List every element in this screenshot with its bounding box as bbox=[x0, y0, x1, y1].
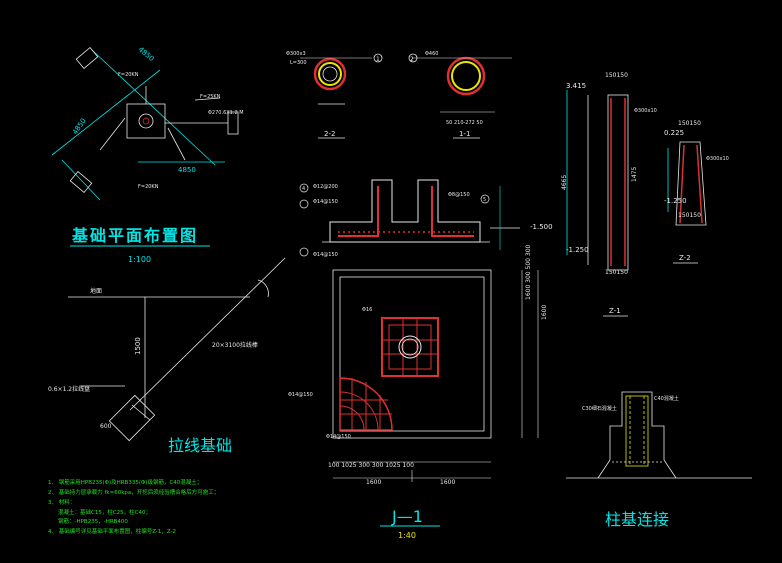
notes: 1、 钢筋采用HPB235(Φ)及HRB335(Φ)级钢筋，C40混凝土； 2、… bbox=[48, 478, 219, 535]
pole-top-elev: 3.415 bbox=[566, 82, 586, 90]
load-right: F=25KN bbox=[200, 94, 221, 100]
j1-dims-row1: 100 1025 300 300 1025 100 bbox=[328, 462, 414, 469]
callout-5: 5 bbox=[483, 197, 486, 203]
guy-wire-foundation bbox=[68, 257, 286, 442]
guy-plate: 600 bbox=[100, 423, 112, 430]
section-1-1-spec: Φ460 bbox=[425, 51, 438, 57]
footing-elevation: -1.500 bbox=[530, 223, 553, 231]
footing-bar-left: Φ14@150 bbox=[313, 199, 338, 205]
pole-elevation bbox=[566, 90, 707, 271]
guy-wire-spec: 20×3100拉线棒 bbox=[212, 341, 258, 349]
pole-top-dim: 150150 bbox=[605, 72, 628, 79]
pole-base-elev: -1.250 bbox=[566, 246, 589, 254]
section-2-2-label: 2-2 bbox=[324, 130, 335, 138]
z2-base-dim: 150150 bbox=[678, 212, 701, 219]
z2-top-elev: 0.225 bbox=[664, 129, 684, 137]
pole-height: 4665 bbox=[561, 175, 568, 190]
load-bottom: F=20KN bbox=[138, 184, 159, 190]
foundation-plan-scale: 1:100 bbox=[128, 255, 151, 264]
j1-title: J—1 bbox=[391, 507, 423, 526]
j1-dims-row2-b: 1600 bbox=[440, 479, 455, 486]
pole-bar: Φ300x10 bbox=[634, 108, 657, 114]
z2-base-elev: -1.250 bbox=[664, 197, 687, 205]
bar-spec: Φ270.6X1.2 M bbox=[208, 110, 244, 116]
j1-vertical-dims: 1600 300 500 300 bbox=[525, 244, 532, 300]
connection-bar-left: C30细石混凝土 bbox=[582, 405, 617, 412]
connection-title: 柱基连接 bbox=[605, 510, 669, 529]
guy-anchor-spec: 0.6×1.2拉线盘 bbox=[48, 385, 90, 393]
dim-4850-bottom: 4850 bbox=[178, 166, 196, 174]
callout-4: 4 bbox=[302, 186, 305, 192]
j1-bar-bottom: Φ14@150 bbox=[326, 434, 351, 440]
note-2: 2、 基础持力层承载力 fk=60kpa，开挖后须经验槽合格后方可施工； bbox=[48, 488, 219, 496]
callout-1a: 1 bbox=[376, 56, 380, 63]
z2-bar: Φ300x10 bbox=[706, 156, 729, 162]
section-1-1-dims: 50 210-272 50 bbox=[446, 120, 483, 126]
note-3a: 混凝土：基础C15，柱C25，柱C40； bbox=[58, 508, 151, 516]
section-2-2-length: L=300 bbox=[290, 60, 307, 66]
note-3b: 钢筋：-HPB235，-HRB400 bbox=[58, 517, 128, 525]
footing-section bbox=[322, 179, 520, 250]
pole-mid-dim: 1475 bbox=[631, 167, 638, 182]
section-2-2 bbox=[300, 53, 383, 105]
j1-plan bbox=[332, 269, 539, 482]
z2-top-dim: 150150 bbox=[678, 120, 701, 127]
callout-2a: 2 bbox=[410, 56, 414, 63]
section-1-1-label: 1-1 bbox=[459, 130, 470, 138]
note-3: 3、 材料： bbox=[48, 498, 75, 506]
j1-top-bar: Φ16 bbox=[362, 307, 372, 313]
z2-label: Z-2 bbox=[679, 254, 691, 262]
section-2-2-spec: Φ300x3 bbox=[286, 51, 306, 57]
column-connection bbox=[566, 391, 752, 479]
load-left: F=20KN bbox=[118, 72, 139, 78]
footing-bar-right: Φ8@150 bbox=[448, 192, 470, 198]
guy-foundation-title: 拉线基础 bbox=[168, 436, 232, 455]
foundation-plan bbox=[51, 47, 239, 201]
note-1: 1、 钢筋采用HPB235(Φ)及HRB335(Φ)级钢筋，C40混凝土； bbox=[48, 478, 202, 486]
j1-scale: 1:40 bbox=[398, 531, 416, 540]
j1-dims-row2-a: 1600 bbox=[366, 479, 381, 486]
j1-bar-left: Φ14@150 bbox=[288, 392, 313, 398]
pole-base-dim: 150150 bbox=[605, 269, 628, 276]
z1-label: Z-1 bbox=[609, 307, 621, 315]
dim-4850: 4850 bbox=[137, 45, 156, 63]
connection-bar-right: C40混凝土 bbox=[654, 395, 679, 402]
j1-vertical-dims-2: 1600 bbox=[541, 305, 548, 320]
ground-label: 地面 bbox=[90, 287, 102, 295]
dim-4850-left: 4850 bbox=[71, 117, 88, 136]
note-4: 4、 基础编号详见基础平面布置图，柱编号Z-1，Z-2 bbox=[48, 527, 176, 535]
section-1-1 bbox=[408, 53, 512, 113]
foundation-plan-title: 基础平面布置图 bbox=[71, 226, 198, 245]
guy-depth: 1500 bbox=[134, 337, 142, 355]
footing-bar-bottom: Φ14@150 bbox=[313, 252, 338, 258]
footing-top-bar: Φ12@200 bbox=[313, 184, 338, 190]
